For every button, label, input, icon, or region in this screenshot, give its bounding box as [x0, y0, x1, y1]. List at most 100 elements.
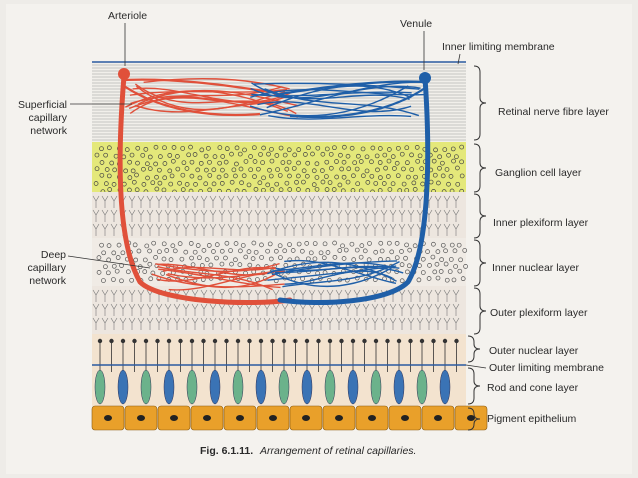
- ganglion-cell: [315, 145, 321, 151]
- photoreceptor-nucleus: [235, 338, 241, 344]
- photoreceptor-nucleus: [97, 338, 103, 344]
- ganglion-cell: [310, 151, 315, 157]
- ganglion-cell: [195, 167, 201, 173]
- outer-limiting-membrane-label: Outer limiting membrane: [489, 362, 604, 374]
- ganglion-cell: [127, 159, 133, 165]
- inner-nuclear-cell: [399, 249, 404, 254]
- plexiform-fibre: [371, 303, 379, 316]
- plexiform-fibre: [344, 303, 352, 316]
- plexiform-fibre: [263, 317, 271, 330]
- inner-nuclear-cell: [250, 256, 256, 261]
- plexiform-fibre: [119, 303, 127, 316]
- ganglion-cell: [405, 174, 411, 180]
- photoreceptor-outer-segment: [393, 369, 405, 405]
- svg-text:Fig. 6.1.11. Arrangement: Fig. 6.1.11. Arrangement of retinal capi…: [200, 445, 416, 457]
- plexiform-fibre: [272, 303, 280, 316]
- ganglion-cell: [234, 145, 240, 151]
- inner-nuclear-cell: [219, 248, 225, 254]
- plexiform-fibre: [326, 195, 334, 208]
- plexiform-fibre: [101, 195, 109, 208]
- plexiform-fibre: [254, 223, 262, 236]
- inner-nuclear-cell: [308, 250, 314, 256]
- plexiform-fibre: [389, 209, 397, 222]
- plexiform-fibre: [173, 209, 181, 222]
- ganglion-cell: [167, 153, 173, 158]
- inner-nuclear-cell: [211, 249, 216, 254]
- inner-nuclear-cell: [378, 240, 384, 246]
- plexiform-fibre: [218, 195, 226, 208]
- pigment-cell-nucleus: [467, 415, 475, 421]
- inner-nuclear-cell: [358, 254, 364, 260]
- ganglion-cell: [219, 180, 225, 186]
- plexiform-fibre: [452, 289, 460, 302]
- photoreceptor-outer-segment: [163, 369, 175, 405]
- arteriole-cross-section: [118, 68, 130, 80]
- inner-nuclear-cell: [148, 276, 154, 282]
- ganglion-cell: [175, 166, 181, 172]
- inner-nuclear-cell: [133, 257, 139, 263]
- inner-nuclear-cell: [115, 255, 121, 260]
- plexiform-fibre: [191, 317, 199, 330]
- plexiform-fibre: [308, 195, 316, 208]
- inner-nuclear-cell: [425, 249, 430, 254]
- inner-nuclear-cell: [367, 241, 372, 246]
- plexiform-fibre: [344, 209, 352, 222]
- photoreceptor-nucleus: [281, 338, 287, 344]
- plexiform-fibre: [326, 303, 334, 316]
- capillary: [132, 87, 293, 103]
- ganglion-cell: [448, 174, 454, 179]
- inner-nuclear-cell: [233, 241, 239, 246]
- ganglion-cell: [258, 152, 263, 157]
- inner-nuclear-cell: [412, 243, 418, 249]
- ganglion-cell: [413, 174, 418, 180]
- plexiform-fibre: [290, 303, 298, 316]
- plexiform-fibre: [353, 195, 361, 208]
- inner-nuclear-cell: [153, 255, 158, 260]
- plexiform-fibre: [353, 209, 361, 222]
- plexiform-fibre: [146, 195, 154, 208]
- inner-nuclear-cell: [420, 256, 426, 262]
- plexiform-fibre: [317, 209, 325, 222]
- svg-text:capillary: capillary: [27, 262, 66, 274]
- photoreceptor-outer-segment: [209, 369, 221, 405]
- plexiform-fibre: [398, 317, 406, 330]
- plexiform-fibre: [398, 195, 406, 208]
- pigment-cell-nucleus: [368, 415, 376, 421]
- plexiform-fibre: [290, 317, 298, 330]
- ganglion-cell: [94, 152, 100, 158]
- inner-nuclear-cell: [132, 242, 138, 248]
- photoreceptor-outer-segment: [324, 369, 336, 405]
- ganglion-cell: [459, 159, 464, 165]
- inner-nuclear-cell: [447, 269, 453, 274]
- plexiform-fibre: [434, 303, 442, 316]
- photoreceptor-outer-segment: [347, 369, 359, 405]
- ganglion-cell: [170, 158, 176, 164]
- ganglion-cell: [153, 144, 159, 150]
- ganglion-cell: [261, 145, 266, 151]
- ganglion-cell: [127, 175, 133, 180]
- capillary: [249, 85, 409, 117]
- plexiform-fibre: [191, 209, 199, 222]
- ganglion-cell: [455, 181, 461, 187]
- plexiform-fibre: [137, 303, 145, 316]
- ganglion-cell: [239, 180, 244, 186]
- inner-nuclear-cell: [404, 242, 409, 248]
- deep-venule-capillaries: [267, 259, 404, 288]
- plexiform-fibre: [443, 195, 451, 208]
- ganglion-cell: [140, 152, 146, 158]
- ganglion-cell: [112, 167, 118, 173]
- svg-text:Deep: Deep: [41, 249, 66, 261]
- ganglion-cell: [440, 173, 446, 179]
- inner-nuclear-cell: [351, 257, 357, 262]
- plexiform-fibre: [344, 223, 352, 236]
- plexiform-fibre: [182, 223, 190, 236]
- plexiform-fibre: [146, 303, 154, 316]
- plexiform-fibre: [191, 223, 199, 236]
- inner-nuclear-cell: [237, 262, 243, 267]
- inner-nuclear-cell: [290, 248, 296, 253]
- ganglion-cell: [168, 181, 174, 187]
- plexiform-fibre: [371, 223, 379, 236]
- inner-nuclear-cell: [443, 261, 449, 267]
- pigment-cell-nucleus: [203, 415, 211, 421]
- ganglion-cell: [332, 145, 337, 151]
